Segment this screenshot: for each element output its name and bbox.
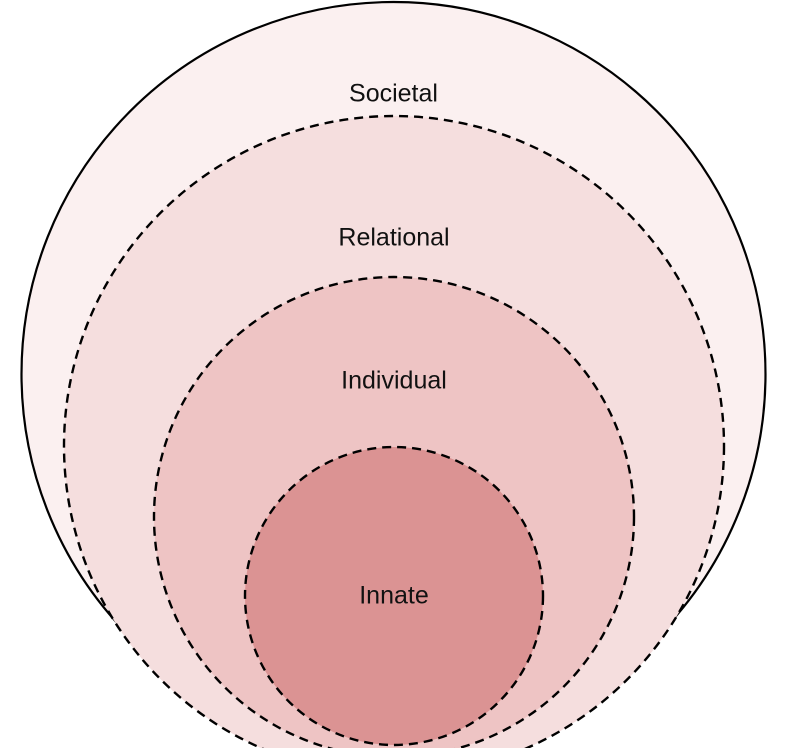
label-individual: Individual (341, 367, 447, 395)
circle-innate (243, 445, 545, 747)
label-innate: Innate (359, 582, 429, 610)
label-relational: Relational (338, 224, 449, 252)
layer-innate: Innate (243, 445, 545, 747)
label-societal: Societal (349, 80, 438, 108)
